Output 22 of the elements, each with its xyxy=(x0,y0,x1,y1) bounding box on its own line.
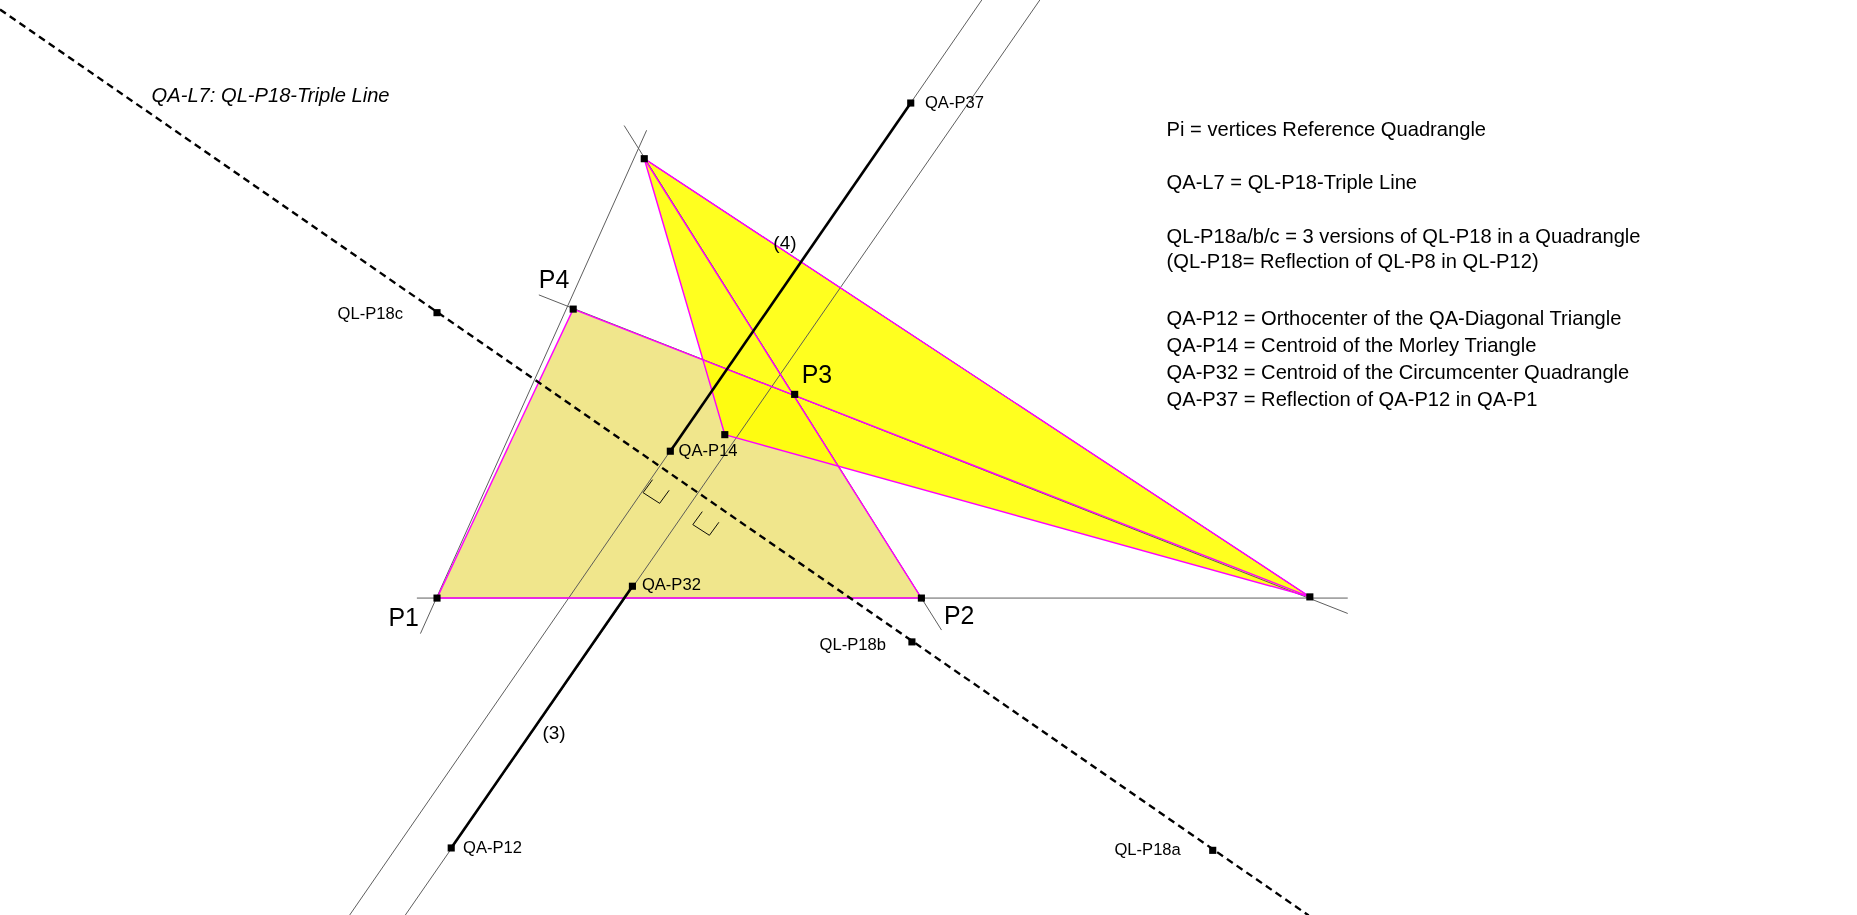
note-text: QA-P14 = Centroid of the Morley Triangle xyxy=(1166,335,1537,358)
note-text: QA-P12 = Orthocenter of the QA-Diagonal Triangle xyxy=(1166,307,1622,331)
point-label: P1 xyxy=(388,604,419,632)
point-label: P2 xyxy=(943,601,975,629)
note-text: QA-P32 = Centroid of the Circumcenter Quadrangle xyxy=(1166,362,1630,385)
note-text: Pi = vertices Reference Quadrangle xyxy=(1166,119,1487,142)
point-label: QA-P14 xyxy=(678,441,738,460)
segment-number: (3) xyxy=(542,722,566,744)
note-text: (QL-P18= Reflection of QL-P8 in QL-P12) xyxy=(1166,251,1539,274)
note-text: QA-L7 = QL-P18-Triple Line xyxy=(1166,172,1418,196)
point-label: P3 xyxy=(801,360,833,388)
note-text: QL-P18a/b/c = 3 versions of QL-P18 in a Quadrangle xyxy=(1166,226,1641,249)
point-label: QL-P18c xyxy=(337,304,403,323)
point-label: P4 xyxy=(538,265,570,293)
point-label: QA-P37 xyxy=(924,93,984,112)
point-label: QL-P18a xyxy=(1114,840,1181,860)
line-caption: QA-L7: QL-P18-Triple Line xyxy=(151,85,390,108)
note-text: QA-P37 = Reflection of QA-P12 in QA-P1 xyxy=(1166,389,1538,412)
segment-number: (4) xyxy=(773,232,797,253)
point-label: QA-P32 xyxy=(641,575,701,594)
point-label: QA-P12 xyxy=(463,838,523,857)
point-label: QL-P18b xyxy=(819,635,886,655)
